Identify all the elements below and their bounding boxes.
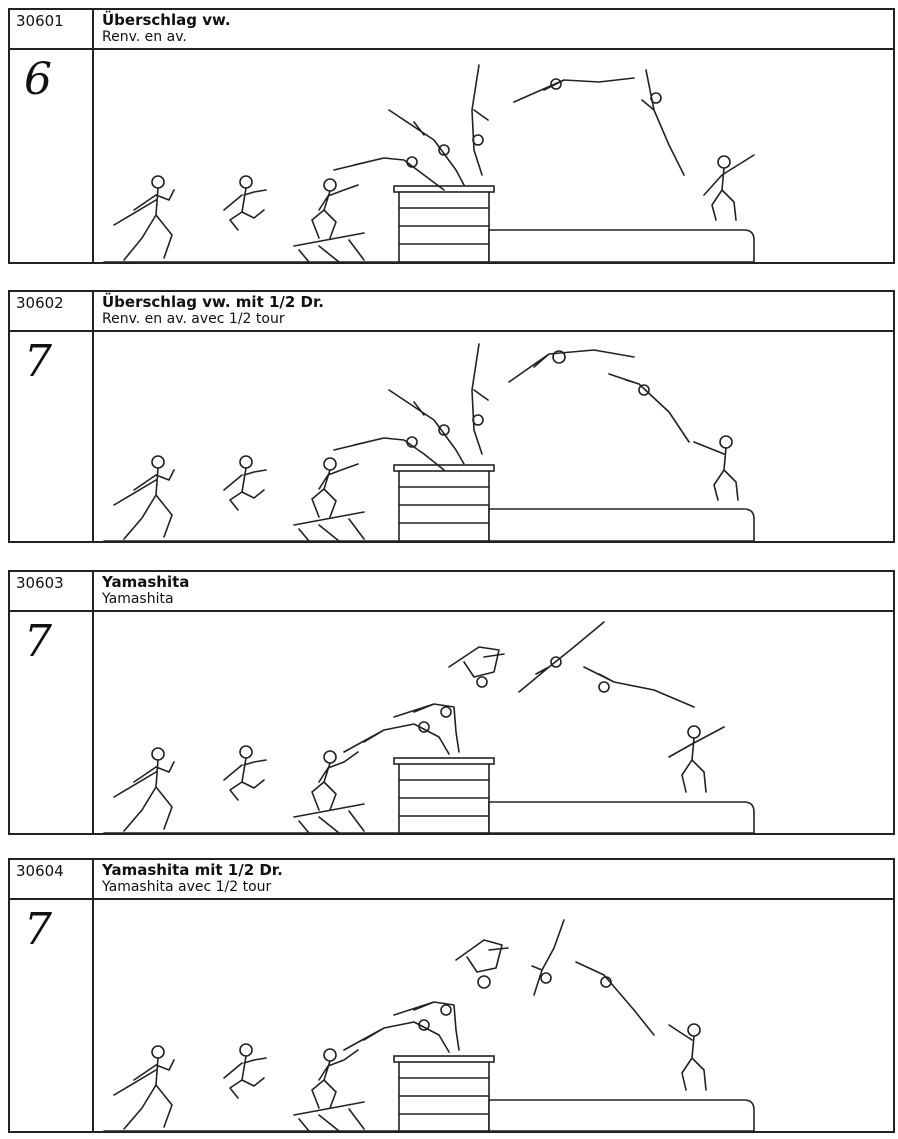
element-name-french: Renv. en av.: [102, 29, 187, 45]
element-name-german: Yamashita mit 1/2 Dr.: [102, 861, 283, 879]
element-header: 30604 Yamashita mit 1/2 Dr. Yamashita av…: [10, 860, 893, 900]
element-name-german: Überschlag vw. mit 1/2 Dr.: [102, 293, 324, 311]
vault-sequence-svg: [103, 919, 755, 1131]
value-column: 7: [10, 332, 94, 541]
value-column: 7: [10, 612, 94, 833]
element-body: 7: [10, 900, 893, 1131]
gymnast-figure-4: [333, 436, 445, 471]
gymnast-figure-7: [508, 349, 635, 383]
gymnast-figure-2: [223, 745, 267, 801]
gymnast-figure-9: [703, 154, 755, 221]
element-names: Yamashita Yamashita: [102, 573, 189, 608]
gymnast-figure-9: [668, 725, 725, 793]
gymnast-figure-1: [113, 455, 175, 540]
gymnast-figure-1: [113, 747, 175, 832]
element-card-30603: 30603 Yamashita Yamashita 7: [8, 570, 895, 835]
vault-sequence-svg: [103, 64, 755, 262]
value-column: 7: [10, 900, 94, 1131]
element-names: Überschlag vw. Renv. en av.: [102, 11, 231, 46]
vault-sequence-illustration: [94, 332, 893, 541]
element-code: 30601: [10, 10, 94, 48]
gymnast-figure-5: [393, 703, 460, 753]
gymnast-figure-3: [311, 178, 359, 239]
gymnast-figure-3: [311, 750, 359, 811]
element-header: 30601 Überschlag vw. Renv. en av.: [10, 10, 893, 50]
gymnast-figure-4: [343, 1019, 450, 1053]
element-header: 30602 Überschlag vw. mit 1/2 Dr. Renv. e…: [10, 292, 893, 332]
vault-sequence-svg: [103, 621, 755, 833]
handwritten-value: 7: [24, 904, 52, 955]
vault-sequence-svg: [103, 343, 755, 541]
element-code: 30603: [10, 572, 94, 610]
gymnast-figure-6: [455, 939, 509, 989]
handwritten-value: 7: [24, 336, 52, 387]
gymnast-figure-2: [223, 175, 267, 231]
gymnast-figure-9: [693, 435, 739, 501]
element-name-french: Renv. en av. avec 1/2 tour: [102, 311, 285, 327]
element-body: 6: [10, 50, 893, 262]
gymnast-figure-1: [113, 175, 175, 261]
gymnast-figure-9: [668, 1023, 707, 1091]
gymnast-figure-7: [518, 621, 605, 693]
gymnast-figure-1: [113, 1045, 175, 1130]
gymnast-figure-4: [333, 156, 445, 191]
element-body: 7: [10, 332, 893, 541]
gymnast-figure-7: [513, 77, 635, 103]
element-name-german: Überschlag vw.: [102, 11, 231, 29]
handwritten-value: 7: [24, 616, 52, 667]
gymnast-figure-8: [608, 373, 690, 443]
element-names: Yamashita mit 1/2 Dr. Yamashita avec 1/2…: [102, 861, 283, 896]
gymnast-figure-7: [531, 919, 565, 996]
element-header: 30603 Yamashita Yamashita: [10, 572, 893, 612]
element-body: 7: [10, 612, 893, 833]
element-card-30602: 30602 Überschlag vw. mit 1/2 Dr. Renv. e…: [8, 290, 895, 543]
element-code: 30604: [10, 860, 94, 898]
vault-sequence-illustration: [94, 50, 893, 262]
gymnast-figure-6: [471, 64, 489, 176]
value-column: 6: [10, 50, 94, 262]
gymnast-figure-8: [641, 69, 685, 176]
vault-sequence-illustration: [94, 900, 893, 1131]
gymnast-figure-8: [575, 961, 655, 1036]
gymnast-figure-8: [583, 666, 695, 708]
element-names: Überschlag vw. mit 1/2 Dr. Renv. en av. …: [102, 293, 324, 328]
element-name-german: Yamashita: [102, 573, 190, 591]
gymnast-figure-3: [311, 1048, 359, 1109]
element-name-french: Yamashita: [102, 591, 174, 607]
element-card-30604: 30604 Yamashita mit 1/2 Dr. Yamashita av…: [8, 858, 895, 1133]
gymnast-figure-6: [471, 343, 489, 455]
gymnast-figure-4: [343, 721, 450, 755]
gymnast-figure-5: [388, 389, 465, 465]
element-code: 30602: [10, 292, 94, 330]
gymnast-figure-3: [311, 457, 359, 518]
handwritten-value: 6: [24, 54, 52, 105]
gymnast-figure-6: [448, 646, 505, 688]
element-card-30601: 30601 Überschlag vw. Renv. en av. 6: [8, 8, 895, 264]
vault-sequence-illustration: [94, 612, 893, 833]
gymnast-figure-2: [223, 1043, 267, 1099]
gymnast-figure-5: [388, 109, 465, 186]
gymnast-figure-5: [393, 1001, 460, 1051]
element-name-french: Yamashita avec 1/2 tour: [102, 879, 272, 895]
gymnast-figure-2: [223, 455, 267, 511]
